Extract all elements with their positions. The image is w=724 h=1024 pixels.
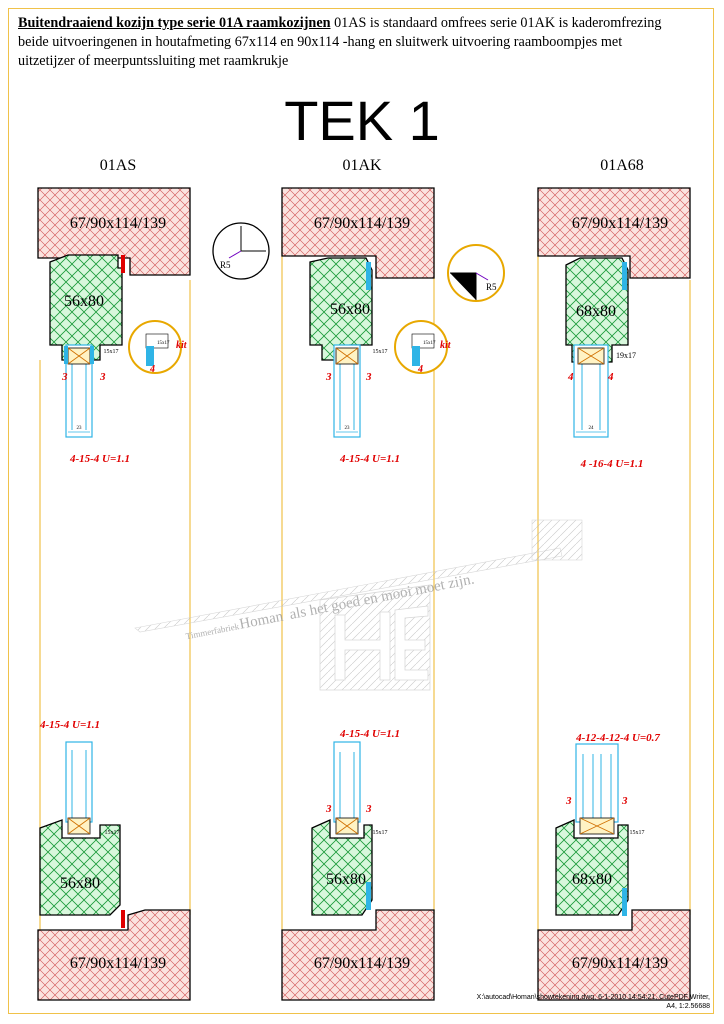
dim-left: 3 <box>61 371 68 383</box>
sash-section <box>39 819 121 916</box>
footer-line2: A4, 1:2.56688 <box>666 1003 710 1010</box>
kit-four: 4 <box>149 364 155 375</box>
kit-dim: 15x17 <box>157 341 170 346</box>
profile-01as-bottom: 4-15-4 U=1.1 56x80 15x17 67/90x114/139 <box>37 719 191 1001</box>
bead-width: 23 <box>77 426 83 431</box>
small-dim: 15x17 <box>104 349 119 355</box>
radius-label: R5 <box>220 260 231 270</box>
glass-spec-bottom: 4-15-4 U=1.1 <box>339 728 400 740</box>
small-dim: 15x17 <box>105 830 120 836</box>
frame-section <box>37 187 191 276</box>
sash-label: 68x80 <box>576 303 616 320</box>
kit-label: kit <box>440 340 452 351</box>
frame-section <box>537 909 691 1001</box>
radius-detail-1: R5 <box>212 222 270 280</box>
frame-label: 67/90x114/139 <box>70 955 166 972</box>
glass-pane <box>575 743 619 823</box>
glass-pane <box>65 741 93 823</box>
dim-left: 3 <box>325 803 332 815</box>
glass-spec-bottom: 4-12-4-12-4 U=0.7 <box>575 732 660 744</box>
header-line3: uitzetijzer of meerpuntssluiting met raa… <box>18 53 289 69</box>
header-line2: beide uitvoeringenen in houtafmeting 67x… <box>18 34 623 50</box>
glass-pane <box>333 741 361 823</box>
sash-label: 56x80 <box>64 293 104 310</box>
column-guides <box>39 240 691 930</box>
profile-01a68-top: 67/90x114/139 68x80 19x17 4 4 24 4 -16-4… <box>537 187 691 470</box>
dim-right: 3 <box>365 803 372 815</box>
seal <box>121 255 125 273</box>
dim-right: 3 <box>365 371 372 383</box>
dim-left: 3 <box>325 371 332 383</box>
bead-width: 24 <box>589 426 595 431</box>
file-footer: X:\autocad\Homan\showtekening.dwg, 6-1-2… <box>477 993 710 1011</box>
kit-detail-2: 15x17 kit 4 <box>394 320 452 375</box>
watermark: Timmerfabriek Homan als het goed en mooi… <box>134 519 583 691</box>
kit-detail-1: 15x17 kit 4 <box>128 320 188 375</box>
sash-section <box>555 818 629 916</box>
dim-right: 3 <box>99 371 106 383</box>
radius-detail-2: R5 <box>447 244 505 302</box>
frame-section <box>281 909 435 1001</box>
frame-label: 67/90x114/139 <box>572 955 668 972</box>
dim-left: 3 <box>565 795 572 807</box>
header-bold: Buitendraaiend kozijn type serie 01A raa… <box>18 15 331 31</box>
sash-label: 68x80 <box>572 871 612 888</box>
bead-width: 23 <box>345 426 351 431</box>
sash-section <box>565 257 629 363</box>
sash-label: 56x80 <box>60 875 100 892</box>
kit-four: 4 <box>417 364 423 375</box>
profile-01ak-bottom: 4-15-4 U=1.1 23 3 3 56x80 15x17 67/90x11… <box>281 728 435 1001</box>
frame-section <box>537 187 691 279</box>
radius-label: R5 <box>486 282 497 292</box>
frame-label: 67/90x114/139 <box>314 955 410 972</box>
header-text: Buitendraaiend kozijn type serie 01A raa… <box>18 14 708 71</box>
frame-label: 67/90x114/139 <box>314 215 410 232</box>
sash-label: 56x80 <box>326 871 366 888</box>
profile-01ak-top: 67/90x114/139 56x80 15x17 3 3 23 4-15-4 … <box>281 187 435 465</box>
profile-01as-top: 67/90x114/139 56x80 15x17 3 3 23 4-15-4 … <box>37 187 191 465</box>
col-heading-01a68: 01A68 <box>600 157 644 174</box>
glass-spec-bottom: 4-15-4 U=1.1 <box>39 719 100 731</box>
dim-left: 4 <box>567 371 574 383</box>
sash-section <box>311 818 373 916</box>
frame-label: 67/90x114/139 <box>70 215 166 232</box>
glass-spec-top: 4-15-4 U=1.1 <box>339 453 400 465</box>
dim-right: 4 <box>607 371 614 383</box>
small-dim: 15x17 <box>630 830 645 836</box>
page-title: TEK 1 <box>284 89 440 152</box>
sash-section <box>49 254 123 361</box>
glass-spec-top: 4-15-4 U=1.1 <box>69 453 130 465</box>
kit-label: kit <box>176 340 188 351</box>
col-heading-01as: 01AS <box>100 157 136 174</box>
small-dim: 15x17 <box>373 830 388 836</box>
header-rest: 01AS is standaard omfrees serie 01AK is … <box>330 15 662 31</box>
frame-section <box>37 909 191 1001</box>
profile-01a68-bottom: 4-12-4-12-4 U=0.7 36 3 3 68x80 15x17 67/… <box>537 732 691 1001</box>
sheet-border <box>8 8 714 1014</box>
sash-label: 56x80 <box>330 301 370 318</box>
frame-label: 67/90x114/139 <box>572 215 668 232</box>
watermark-small: Timmerfabriek <box>185 621 241 641</box>
small-dim: 15x17 <box>373 349 388 355</box>
kit-dim: 15x17 <box>423 341 436 346</box>
dim-right: 3 <box>621 795 628 807</box>
footer-line1: X:\autocad\Homan\showtekening.dwg, 6-1-2… <box>476 994 710 1001</box>
glass-spec-top: 4 -16-4 U=1.1 <box>580 458 644 470</box>
col-heading-01ak: 01AK <box>342 157 382 174</box>
frame-section <box>281 187 435 279</box>
small-dim-top: 19x17 <box>616 351 636 360</box>
